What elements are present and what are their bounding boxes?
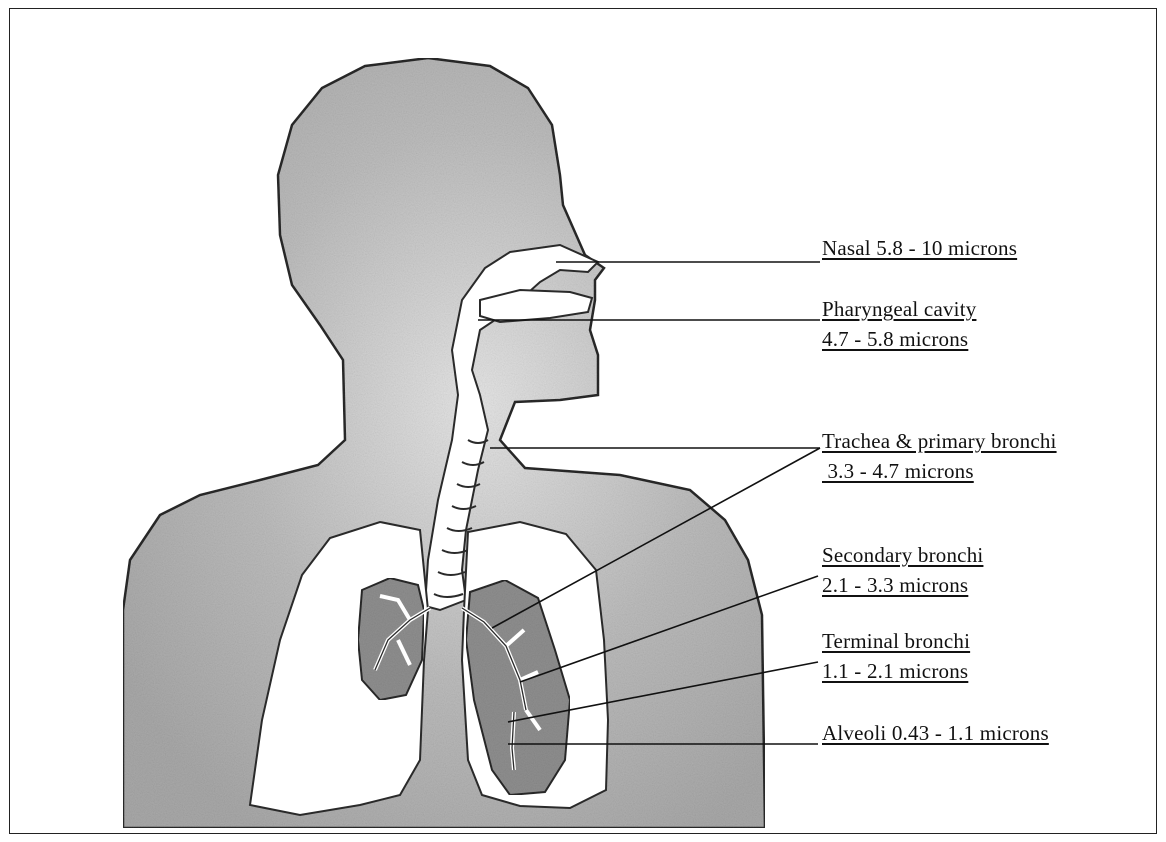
label-secondary-range: 2.1 - 3.3 microns — [822, 572, 968, 598]
label-nasal: Nasal 5.8 - 10 microns — [822, 235, 1017, 261]
label-terminal-range: 1.1 - 2.1 microns — [822, 658, 968, 684]
label-pharyngeal-title: Pharyngeal cavity — [822, 296, 976, 322]
body-silhouette — [123, 58, 765, 828]
label-secondary-title: Secondary bronchi — [822, 542, 983, 568]
label-trachea-range: 3.3 - 4.7 microns — [822, 458, 974, 484]
label-pharyngeal-range: 4.7 - 5.8 microns — [822, 326, 968, 352]
label-alveoli: Alveoli 0.43 - 1.1 microns — [822, 720, 1049, 746]
label-trachea-title: Trachea & primary bronchi — [822, 428, 1057, 454]
label-terminal-title: Terminal bronchi — [822, 628, 970, 654]
